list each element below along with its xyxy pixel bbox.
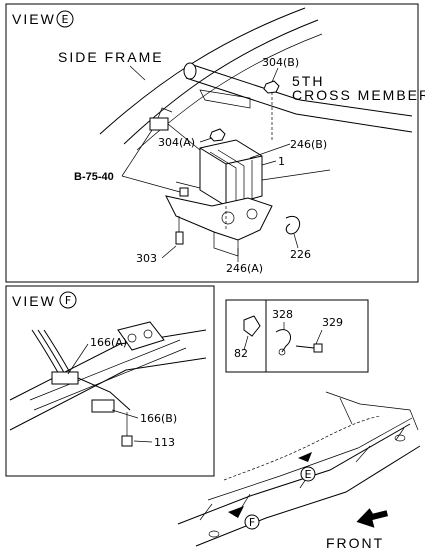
clip-226 [285,216,301,235]
bolt-113 [121,412,133,447]
front-label: FRONT [326,535,384,551]
label-1: 1 [278,155,285,168]
side-frame-rail [99,7,323,151]
label-113: 113 [154,436,175,449]
bolt-303 [175,216,184,245]
label-304a: 304(A) [158,136,195,149]
nut-304a [209,128,226,142]
front-arrow [356,508,389,528]
label-329: 329 [322,316,343,329]
view-f-marker-letter: F [65,294,71,307]
bracket-246a [165,195,273,257]
view-e-title: VIEW [12,11,56,27]
label-303: 303 [136,252,157,265]
cross-member-tube [183,62,413,133]
label-304b: 304(B) [262,56,299,69]
label-82: 82 [234,347,248,360]
view-f-marker-circle [59,291,77,309]
side-frame-label: SIDE FRAME [58,49,164,65]
overview-marker-e-circle [300,466,316,482]
label-166b: 166(B) [140,412,177,425]
arrow-to-e [298,452,312,462]
label-166a: 166(A) [90,336,127,349]
canister-part-1 [199,139,263,208]
label-246a: 246(A) [226,262,263,275]
arrow-to-f [228,506,244,518]
connector-bracket [149,107,201,197]
view-e-panel [5,3,419,283]
label-226: 226 [290,248,311,261]
nut-304b [263,80,280,94]
label-ref-b7540: B-75-40 [74,171,114,183]
overview-marker-f: F [249,516,255,529]
label-246b: 246(B) [290,138,327,151]
view-f-title: VIEW [12,293,56,309]
view-f-panel [5,285,215,477]
bolt-329 [295,343,323,353]
cross-member-label-line2: CROSS MEMBER [292,87,425,103]
cross-member-label-line1: 5TH [292,73,324,89]
wiring-harness [31,329,131,413]
clip-82 [243,315,261,337]
frame-member-view-f [9,321,207,431]
view-e-marker-letter: E [62,13,69,26]
label-328: 328 [272,308,293,321]
overview-marker-e: E [305,468,312,481]
overview-marker-f-circle [244,514,260,530]
clamp-328 [275,329,291,356]
chassis-overview [177,391,421,547]
side-frame-leader [129,65,146,81]
view-e-marker-circle [56,10,74,28]
parts-box [225,299,369,373]
